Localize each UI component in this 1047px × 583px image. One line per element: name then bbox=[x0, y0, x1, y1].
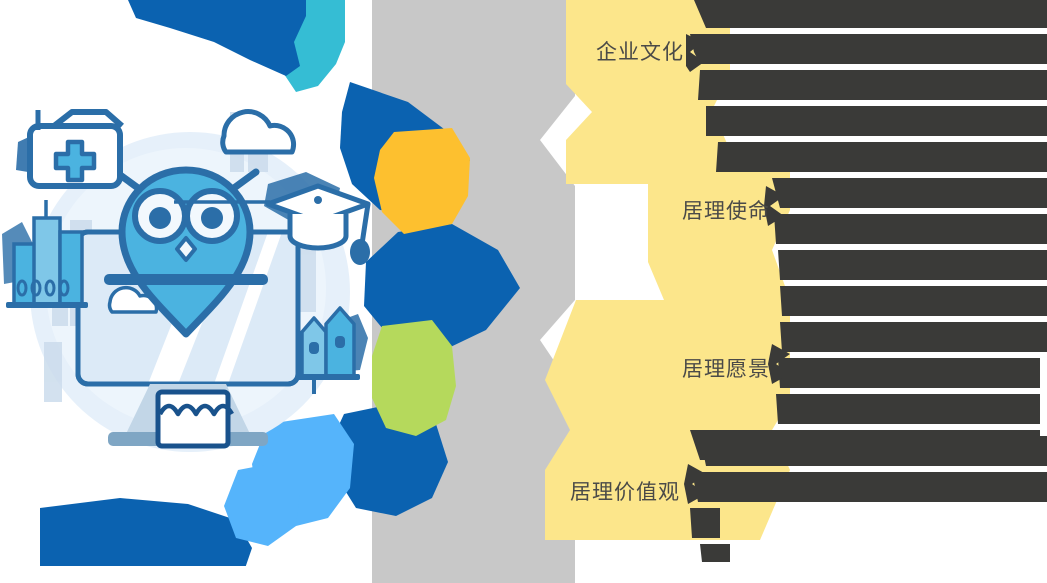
white-mask-bottomleft bbox=[0, 566, 260, 583]
houses-icon bbox=[296, 306, 368, 394]
label-values: 居理价值观 bbox=[570, 480, 680, 504]
redacted-notch-mission bbox=[764, 186, 784, 226]
blue-block-top bbox=[128, 0, 306, 76]
first-aid-kit-icon bbox=[16, 109, 124, 189]
redacted-notch-vision bbox=[768, 344, 790, 384]
cloud-icon bbox=[220, 109, 297, 155]
redacted-paragraph-mission bbox=[772, 178, 1047, 316]
label-vision: 居理愿景 bbox=[682, 357, 770, 381]
redacted-paragraph-values bbox=[690, 436, 1047, 562]
office-building-icon bbox=[2, 200, 88, 308]
white-mask-topright bbox=[575, 0, 1047, 14]
shop-awning-icon bbox=[155, 389, 234, 449]
label-culture: 企业文化 bbox=[596, 40, 684, 64]
label-mission: 居理使命 bbox=[682, 199, 770, 223]
redacted-paragraph-culture bbox=[690, 0, 1047, 172]
graduation-cap-icon bbox=[174, 172, 371, 265]
white-mask-bottom bbox=[730, 560, 1047, 583]
blue-block-mid bbox=[364, 224, 520, 352]
lightblue-block-2 bbox=[224, 462, 300, 546]
amber-block bbox=[374, 128, 470, 234]
redacted-notch-values bbox=[684, 464, 706, 504]
blue-block-bottomleft bbox=[40, 498, 252, 583]
green-block bbox=[372, 320, 456, 436]
redacted-notch-culture bbox=[686, 34, 704, 72]
owl-mascot-city-scene bbox=[2, 109, 371, 452]
cloud-icon-screen bbox=[107, 285, 159, 314]
